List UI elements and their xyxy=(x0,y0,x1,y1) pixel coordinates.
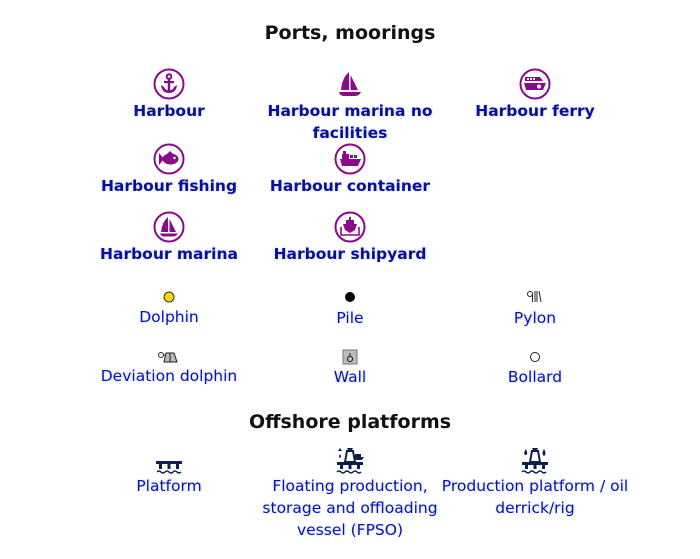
label-harbour-marina: Harbour marina xyxy=(100,245,238,263)
legend-item-platform: Platform xyxy=(74,457,264,497)
container-ship-icon xyxy=(334,143,366,175)
wall-icon xyxy=(342,349,358,365)
ferry-icon xyxy=(519,68,551,100)
label-deviation-dolphin: Deviation dolphin xyxy=(100,367,238,385)
legend-item-harbour: Harbour xyxy=(74,68,264,122)
label-harbour-container: Harbour container xyxy=(269,177,431,195)
legend-item-pylon: Pylon xyxy=(440,289,630,329)
legend-item-harbour-marina-no-facilities: Harbour marina no facilities xyxy=(255,68,445,144)
legend-item-bollard: Bollard xyxy=(440,350,630,388)
yellow-circle-icon xyxy=(163,291,175,303)
legend-item-oil-rig: Production platform / oil derrick/rig xyxy=(440,446,630,519)
shipyard-icon xyxy=(334,211,366,243)
legend-item-harbour-ferry: Harbour ferry xyxy=(440,68,630,122)
label-harbour: Harbour xyxy=(133,102,205,120)
platform-icon xyxy=(156,461,182,474)
legend-item-pile: Pile xyxy=(255,290,445,329)
legend-item-fpso: Floating production, storage and offload… xyxy=(255,446,445,541)
legend-item-wall: Wall xyxy=(255,349,445,388)
pylon-icon xyxy=(527,290,542,303)
deviation-dolphin-icon xyxy=(158,352,178,363)
anchor-icon xyxy=(153,68,185,100)
oil-rig-icon xyxy=(521,448,548,474)
label-harbour-ferry: Harbour ferry xyxy=(475,102,595,120)
section-title-offshore: Offshore platforms xyxy=(248,411,452,433)
label-pylon: Pylon xyxy=(513,309,557,327)
section-title-ports: Ports, moorings xyxy=(264,22,436,44)
label-dolphin: Dolphin xyxy=(139,308,199,326)
legend-item-harbour-marina: Harbour marina xyxy=(74,211,264,265)
legend-item-deviation-dolphin: Deviation dolphin xyxy=(74,349,264,387)
label-oil-rig: Production platform / oil derrick/rig xyxy=(441,477,629,517)
label-harbour-fishing: Harbour fishing xyxy=(100,177,238,195)
legend-item-harbour-shipyard: Harbour shipyard xyxy=(255,211,445,265)
label-wall: Wall xyxy=(333,368,367,386)
legend-item-dolphin: Dolphin xyxy=(74,290,264,328)
label-platform: Platform xyxy=(136,477,202,495)
fpso-icon xyxy=(336,448,364,474)
label-harbour-shipyard: Harbour shipyard xyxy=(273,245,427,263)
label-harbour-marina-no-facilities: Harbour marina no facilities xyxy=(267,102,433,142)
label-bollard: Bollard xyxy=(507,368,563,386)
label-pile: Pile xyxy=(336,309,364,327)
bollard-icon xyxy=(530,352,540,362)
label-fpso: Floating production, storage and offload… xyxy=(262,477,438,539)
black-dot-icon xyxy=(345,292,355,302)
fish-icon xyxy=(153,143,185,175)
sailboat-icon xyxy=(339,72,361,96)
sailboat-circle-icon xyxy=(153,211,185,243)
legend-item-harbour-container: Harbour container xyxy=(255,143,445,197)
legend-item-harbour-fishing: Harbour fishing xyxy=(74,143,264,197)
